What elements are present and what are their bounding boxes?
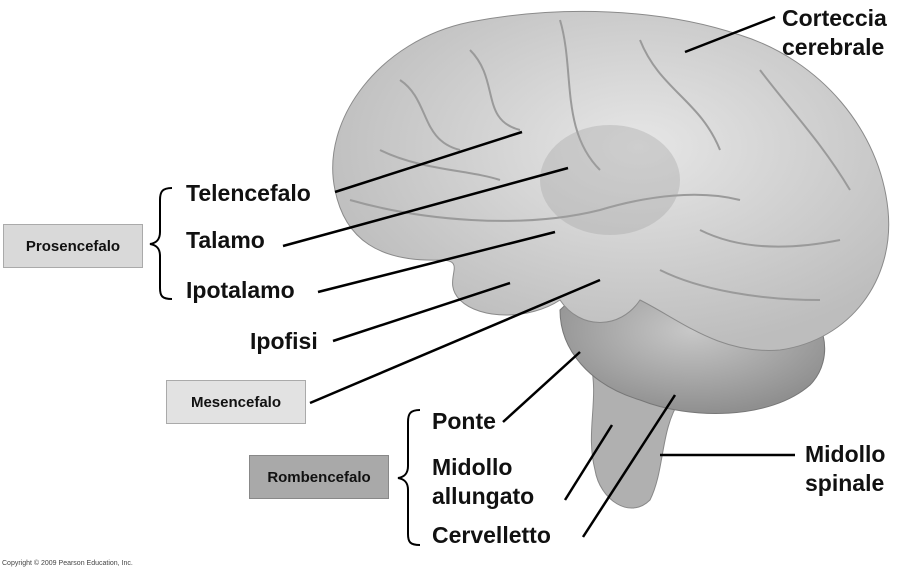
label-ipotalamo: Ipotalamo: [186, 277, 295, 303]
copyright-notice: Copyright © 2009 Pearson Education, Inc.: [2, 560, 133, 567]
prosencefalo-brace: [149, 187, 173, 300]
mesencefalo-box: Mesencefalo: [166, 380, 306, 424]
label-midollo-spinale: Midollo spinale: [805, 440, 885, 498]
label-line: cerebrale: [782, 34, 885, 60]
label-line: Midollo: [432, 454, 513, 480]
label-cervelletto: Cervelletto: [432, 522, 551, 548]
rombencefalo-box: Rombencefalo: [249, 455, 389, 499]
label-line: allungato: [432, 483, 535, 509]
label-telencefalo: Telencefalo: [186, 180, 311, 206]
label-ipofisi: Ipofisi: [250, 328, 318, 354]
sulci: [349, 19, 851, 301]
label-line: Midollo: [805, 441, 886, 467]
prosencefalo-box: Prosencefalo: [3, 224, 143, 268]
leader-lines: [282, 15, 795, 538]
label-ponte: Ponte: [432, 408, 496, 434]
rombencefalo-brace: [397, 409, 421, 546]
label-corteccia-cerebrale: Corteccia cerebrale: [782, 4, 887, 62]
thalamus-region: [540, 125, 680, 235]
label-talamo: Talamo: [186, 227, 265, 253]
cerebrum: [332, 10, 890, 351]
label-line: spinale: [805, 470, 885, 496]
label-midollo-allungato: Midollo allungato: [432, 453, 534, 511]
label-line: Corteccia: [782, 5, 887, 31]
